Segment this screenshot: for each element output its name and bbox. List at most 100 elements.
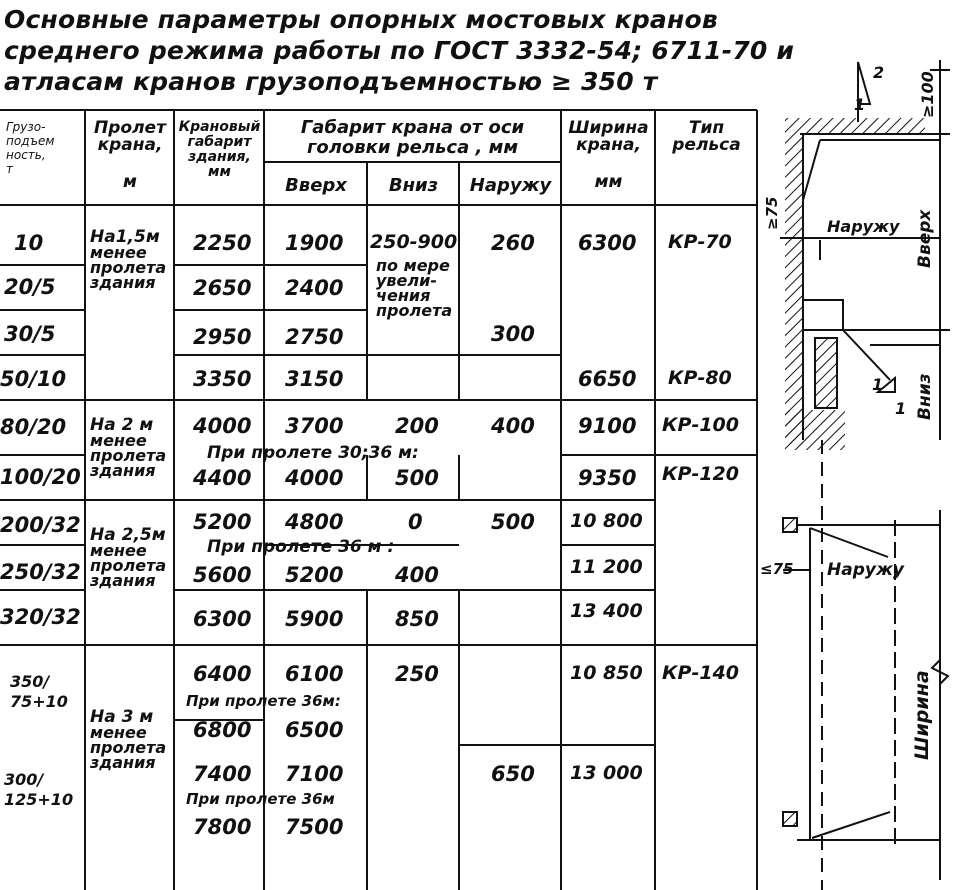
header-capacity-line: подъем: [6, 134, 55, 148]
capacity-cell: 200/32: [0, 513, 81, 537]
diagram-down-label: Вниз: [915, 373, 935, 420]
building-cell: 3350: [193, 367, 252, 391]
span-note-line: пролета: [90, 556, 167, 575]
diagram-tag-2: 2: [873, 63, 884, 82]
capacity-cell: 300/ 125+10: [4, 770, 74, 809]
capacity-cell: 80/20: [0, 415, 67, 439]
building-cell: 7400: [193, 762, 252, 786]
up-cell: 6500: [285, 718, 344, 742]
down-cell: 200: [395, 414, 439, 438]
header-capacity-line: ность,: [6, 148, 46, 162]
up-cell: 5200: [285, 563, 344, 587]
bottom-le75: ≤75: [760, 560, 793, 578]
span-inline-note: При пролете 36м:: [186, 692, 341, 710]
bottom-out-label: Наружу: [827, 560, 905, 580]
building-cell: 6300: [193, 607, 252, 631]
title-line-3: атласам кранов грузоподъемностью ≥ 350 т: [4, 67, 658, 96]
up-cell: 3150: [285, 367, 344, 391]
out-cell: 500: [491, 510, 535, 534]
capacity-cell: 50/10: [0, 367, 67, 391]
up-cell: 2750: [285, 325, 344, 349]
capacity-cell: 10: [14, 231, 44, 255]
header-crane-clearance-line: Габарит крана от оси: [300, 117, 525, 138]
header-rail-line: Тип: [688, 118, 725, 138]
span-note-line: На 2,5м: [90, 525, 166, 545]
span-note-4: На 3 м менее пролета здания: [90, 709, 167, 771]
diagram-ge75: ≥75: [763, 197, 781, 230]
down-cell: 500: [395, 466, 439, 490]
up-cell: 6100: [285, 662, 344, 686]
width-cell: 9100: [578, 414, 637, 438]
width-cell: 9350: [578, 466, 637, 490]
down-cell: 250-900: [370, 231, 458, 253]
down-note-line: по мере: [376, 256, 450, 275]
span-note-line: На 2 м: [90, 415, 154, 435]
diagram-tag-1c: 1: [895, 399, 906, 418]
header-span-line: м: [123, 172, 137, 192]
header-rail-type: Тип рельса: [656, 120, 757, 154]
up-cell: 4800: [285, 510, 344, 534]
width-cell: 10 800: [570, 510, 643, 532]
bottom-width-label: Ширина: [911, 670, 933, 760]
span-note-line: На1,5м: [90, 227, 160, 247]
header-width-line: Ширина: [568, 118, 649, 138]
title-line-1: Основные параметры опорных мостовых кран…: [4, 5, 718, 34]
span-note-3: На 2,5м менее пролета здания: [90, 525, 167, 590]
rail-cell: КР-140: [662, 662, 740, 684]
header-out: Наружу: [469, 175, 552, 196]
up-cell: 2400: [285, 276, 344, 300]
capacity-cell: 20/5: [4, 275, 56, 299]
header-building-line: Крановый: [178, 119, 261, 135]
header-up: Вверх: [285, 175, 347, 196]
diagram-out-label: Наружу: [827, 217, 900, 236]
width-cell: 10 850: [570, 662, 643, 684]
header-crane-clearance-line: головки рельса , мм: [306, 137, 519, 158]
header-span: Пролет крана, м: [86, 120, 174, 191]
out-cell: 300: [491, 322, 535, 346]
header-building-line: здания,: [188, 149, 251, 165]
span-note-line: менее: [90, 723, 147, 742]
out-cell: 650: [491, 762, 535, 786]
building-cell: 2250: [193, 231, 252, 255]
span-note-line: пролета: [90, 738, 167, 757]
capacity-cell: 100/20: [0, 465, 81, 489]
up-cell: 1900: [285, 231, 344, 255]
up-cell: 4000: [285, 466, 344, 490]
diagram-up-label: Вверх: [915, 209, 935, 268]
title-line-2: среднего режима работы по ГОСТ 3332-54; …: [4, 36, 795, 65]
span-note-line: здания: [90, 461, 156, 480]
width-cell: 6300: [578, 231, 637, 255]
span-inline-note: При пролете 36м: [186, 790, 335, 808]
building-cell: 7800: [193, 815, 252, 839]
diagram-ge100: ≥100: [918, 71, 937, 118]
header-crane-clearance: Габарит крана от оси головки рельса , мм: [264, 118, 561, 158]
span-note-line: пролета: [90, 258, 167, 277]
header-span-line: крана,: [97, 135, 163, 155]
down-cell: 850: [395, 607, 439, 631]
span-note-line: здания: [90, 273, 156, 292]
header-capacity-line: Грузо-: [6, 120, 46, 134]
span-note-1: На1,5м менее пролета здания: [90, 227, 167, 292]
capacity-cell: 350/ 75+10: [10, 672, 68, 711]
span-note-line: здания: [90, 571, 156, 590]
down-cell: 0: [408, 510, 423, 534]
out-cell: 400: [491, 414, 535, 438]
header-rail-line: рельса: [672, 135, 741, 155]
width-cell: 11 200: [570, 556, 643, 578]
header-building-clearance: Крановый габарит здания, мм: [175, 120, 264, 180]
rail-cell: КР-120: [662, 463, 740, 485]
span-inline-note: При пролете 30;36 м:: [207, 443, 419, 463]
span-note-line: менее: [90, 541, 147, 560]
span-note-2: На 2 м менее пролета здания: [90, 415, 166, 480]
width-cell: 13 400: [570, 600, 643, 622]
down-note-line: увели-: [376, 271, 437, 290]
building-cell: 4000: [193, 414, 252, 438]
page-title: Основные параметры опорных мостовых кран…: [4, 4, 795, 97]
down-note-line: пролета: [376, 301, 453, 320]
building-cell: 5600: [193, 563, 252, 587]
header-down: Вниз: [388, 175, 439, 196]
span-inline-note: При пролете 36 м :: [207, 537, 395, 557]
header-building-line: габарит: [187, 134, 252, 150]
